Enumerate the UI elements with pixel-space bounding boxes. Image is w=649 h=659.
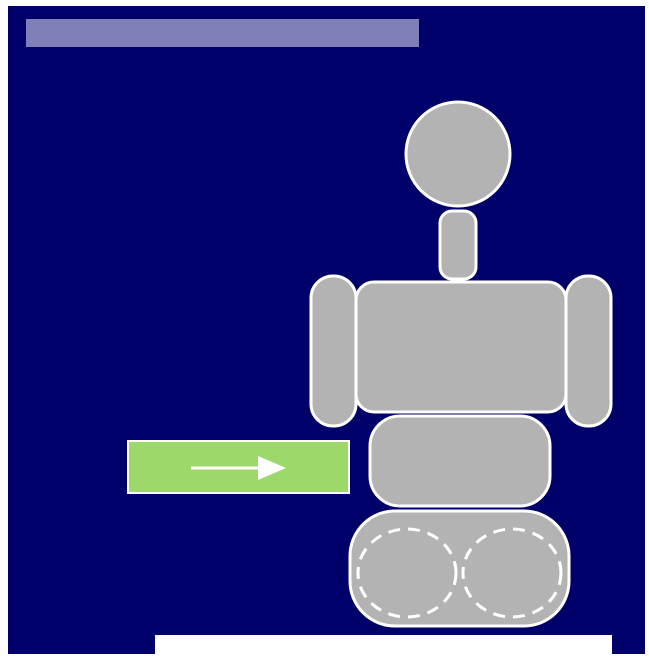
robot-left-arm	[311, 276, 356, 426]
robot-head	[406, 102, 510, 206]
diagram-canvas	[8, 6, 645, 654]
robot-base	[350, 511, 569, 626]
bottom-bar	[155, 635, 612, 659]
robot-right-arm	[566, 276, 611, 426]
robot-neck	[440, 211, 476, 279]
robot-diagram	[8, 6, 645, 654]
robot-waist	[370, 416, 550, 506]
robot-torso	[356, 282, 566, 412]
